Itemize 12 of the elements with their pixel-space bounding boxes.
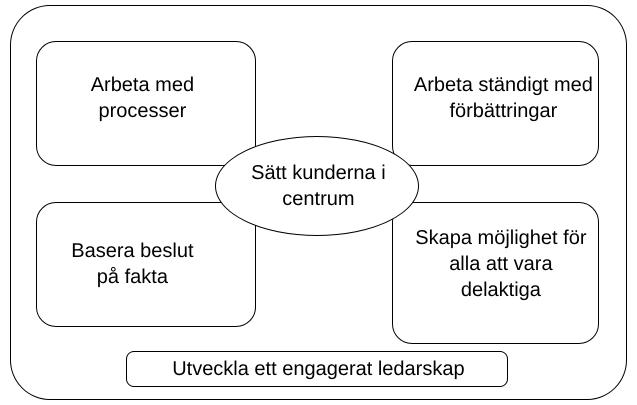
- node-label: Skapa möjlighet för alla att vara delaktiga: [414, 226, 588, 304]
- node-label: Basera beslut på fakta: [70, 239, 195, 290]
- rounded-box: [36, 41, 256, 166]
- rounded-box: [392, 202, 600, 344]
- rounded-box: [36, 202, 256, 328]
- frame-box: [10, 5, 627, 400]
- node-label: Arbeta med processer: [90, 73, 196, 124]
- node-label: Sätt kunderna i centrum: [250, 161, 387, 212]
- node-label: Utveckla ett engagerat ledarskap: [171, 357, 466, 382]
- node-label: Arbeta ständigt med förbättringar: [412, 73, 594, 124]
- rounded-box: [392, 41, 600, 166]
- rounded-box: [126, 351, 508, 388]
